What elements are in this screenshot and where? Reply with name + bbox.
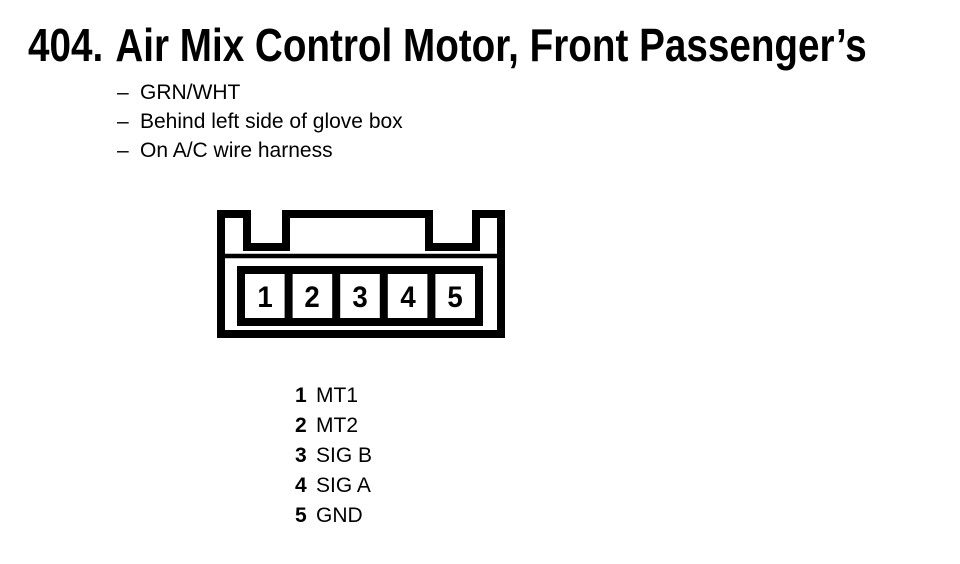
bullet-dash: – bbox=[117, 139, 129, 162]
bullet-wire-color: – GRN/WHT bbox=[117, 78, 403, 107]
legend-row: 2 MT2 bbox=[295, 411, 372, 441]
bullet-dash: – bbox=[117, 110, 129, 133]
bullet-text: Behind left side of glove box bbox=[140, 110, 403, 133]
bullet-dash: – bbox=[117, 81, 129, 104]
connector-drawing bbox=[217, 210, 505, 338]
bullet-text: On A/C wire harness bbox=[140, 139, 333, 162]
bullet-list: – GRN/WHT – Behind left side of glove bo… bbox=[117, 78, 403, 165]
pin-cell-number-2: 2 bbox=[304, 281, 320, 314]
title-text: Air Mix Control Motor, Front Passenger’s bbox=[115, 19, 867, 71]
legend-row: 5 GND bbox=[295, 501, 372, 531]
pin-cell-number-3: 3 bbox=[352, 281, 368, 314]
item-number: 404. bbox=[28, 19, 104, 71]
legend-pin-number: 3 bbox=[295, 444, 307, 467]
legend-pin-label: MT1 bbox=[316, 384, 358, 407]
bullet-location: – Behind left side of glove box bbox=[117, 107, 403, 136]
page-title: 404. Air Mix Control Motor, Front Passen… bbox=[28, 21, 867, 69]
connector-diagram: 1 2 3 4 5 bbox=[210, 202, 512, 346]
pin-legend: 1 MT1 2 MT2 3 SIG B 4 SIG A 5 GND bbox=[295, 381, 372, 531]
legend-row: 4 SIG A bbox=[295, 471, 372, 501]
legend-pin-label: GND bbox=[316, 504, 363, 527]
legend-row: 3 SIG B bbox=[295, 441, 372, 471]
bullet-text: GRN/WHT bbox=[140, 81, 241, 104]
legend-pin-label: SIG A bbox=[316, 474, 371, 497]
legend-pin-number: 5 bbox=[295, 504, 307, 527]
legend-pin-label: MT2 bbox=[316, 414, 358, 437]
legend-pin-label: SIG B bbox=[316, 444, 373, 467]
pin-cell-number-1: 1 bbox=[257, 281, 273, 314]
pin-row-box bbox=[237, 266, 483, 326]
legend-row: 1 MT1 bbox=[295, 381, 372, 411]
legend-pin-number: 4 bbox=[295, 474, 307, 497]
pin-cell-number-5: 5 bbox=[447, 281, 463, 314]
pin-cell-number-4: 4 bbox=[400, 281, 416, 314]
bullet-harness: – On A/C wire harness bbox=[117, 136, 403, 165]
legend-pin-number: 1 bbox=[295, 384, 307, 407]
legend-pin-number: 2 bbox=[295, 414, 307, 437]
